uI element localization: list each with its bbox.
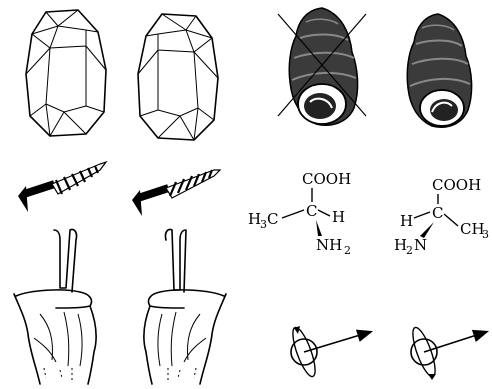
molecule-left-h: H [332,208,345,226]
screw-right [128,160,224,232]
spin-rotation-right [402,318,492,386]
hand-left [10,228,114,386]
molecule-left-nh-main: NH [316,236,342,254]
molecule-right-h2n-n: N [414,236,427,254]
molecule-left-methyl-c: C [267,210,278,228]
molecule-right-cooh: COOH [432,176,481,194]
alanine-molecule-left: COOH C H 3 C H NH 2 [246,164,366,260]
molecule-left-cooh: COOH [302,170,351,188]
molecule-left-methyl-sub: 3 [260,218,267,231]
molecule-right-center-c: C [432,204,443,222]
alanine-molecule-right: COOH C H CH 3 H 2 N [372,164,492,260]
hand-right [126,228,230,386]
molecule-right-h2n-sub: 2 [406,244,413,257]
snail-shell-right [400,12,480,136]
molecule-left-center-c: C [306,202,317,220]
spin-rotation-left [282,318,378,384]
molecule-left-nh-sub: 2 [344,244,351,257]
molecule-right-ch-main: CH [460,220,485,238]
quartz-crystal-left [20,8,112,140]
quartz-crystal-right [132,12,224,144]
screw-left [14,150,110,222]
molecule-right-ch-sub: 3 [482,228,489,241]
snail-shell-left-crossed [276,4,368,136]
molecule-right-h: H [400,212,413,230]
